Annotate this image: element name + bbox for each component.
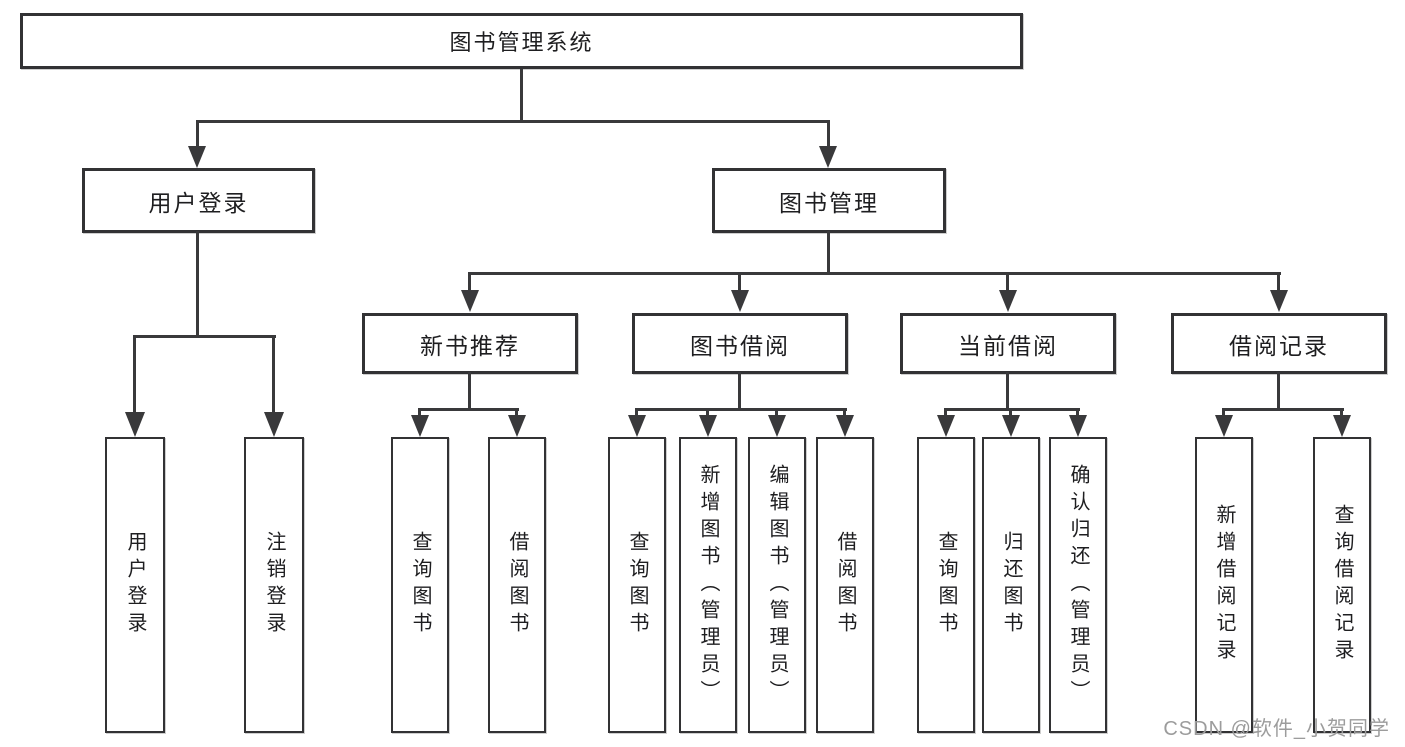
connector-leaf-shaft: [1076, 408, 1079, 418]
arrow-down-icon: [188, 146, 206, 168]
leaf-borrow-books-recommend: 借阅图书: [488, 437, 546, 733]
connector-leaf-shaft: [944, 408, 947, 418]
arrow-down-icon: [768, 415, 786, 437]
connector-leaf-shaft: [1222, 408, 1225, 418]
connector-section-shaft: [738, 272, 741, 292]
connector-leaf-shaft: [706, 408, 709, 418]
arrow-down-icon: [999, 290, 1017, 312]
connector-section-shaft: [1006, 272, 1009, 292]
arrow-down-icon: [1215, 415, 1233, 437]
leaf-edit-book-admin-label: 编辑图书（管理员）: [766, 463, 788, 707]
leaf-add-borrow-record-label: 新增借阅记录: [1213, 504, 1235, 666]
leaf-return-books-label: 归还图书: [1000, 531, 1022, 639]
arrow-down-icon: [411, 415, 429, 437]
connector-user-login-stub: [196, 231, 199, 335]
connector-leaf-shaft: [418, 408, 421, 418]
connector-user-login-rail: [133, 335, 276, 338]
node-root-label: 图书管理系统: [449, 30, 594, 55]
csdn-watermark: CSDN @软件_小贺同学: [1163, 718, 1390, 740]
leaf-return-books: 归还图书: [982, 437, 1040, 733]
connector-root-rail: [196, 120, 830, 123]
connector-section-rail: [944, 408, 1080, 411]
node-borrowing-records: 借阅记录: [1171, 313, 1387, 374]
node-current-borrowing: 当前借阅: [900, 313, 1116, 374]
arrow-down-icon: [508, 415, 526, 437]
leaf-query-books-recommend-label: 查询图书: [409, 531, 431, 639]
node-borrowing-records-label: 借阅记录: [1229, 332, 1329, 359]
connector-section-rail: [636, 408, 847, 411]
node-user-login: 用户登录: [82, 168, 315, 233]
arrow-down-icon: [699, 415, 717, 437]
connector-section-stub: [738, 372, 741, 408]
node-current-borrowing-label: 当前借阅: [958, 332, 1058, 359]
leaf-query-books-borrow: 查询图书: [608, 437, 666, 733]
connector-section-stub: [1006, 372, 1009, 408]
leaf-edit-book-admin: 编辑图书（管理员）: [748, 437, 806, 733]
arrow-down-icon: [937, 415, 955, 437]
arrow-down-icon: [1069, 415, 1087, 437]
connector-section-shaft: [468, 272, 471, 292]
leaf-add-borrow-record: 新增借阅记录: [1195, 437, 1253, 733]
connector-leaf-shaft: [133, 335, 136, 415]
connector-section-shaft: [1277, 272, 1280, 292]
arrow-down-icon: [1270, 290, 1288, 312]
leaf-borrow-books-label: 借阅图书: [834, 531, 856, 639]
node-new-book-recommendation-label: 新书推荐: [420, 332, 520, 359]
leaf-add-book-admin-label: 新增图书（管理员）: [697, 463, 719, 707]
connector-book-mgmt-rail: [468, 272, 1281, 275]
leaf-query-books-current-label: 查询图书: [935, 531, 957, 639]
leaf-confirm-return-admin-label: 确认归还（管理员）: [1067, 463, 1089, 707]
arrow-down-icon: [731, 290, 749, 312]
leaf-logout-label: 注销登录: [263, 531, 285, 639]
leaf-user-login-label: 用户登录: [124, 531, 146, 639]
node-book-management: 图书管理: [712, 168, 946, 233]
leaf-confirm-return-admin: 确认归还（管理员）: [1049, 437, 1107, 733]
arrow-down-icon: [819, 146, 837, 168]
connector-leaf-shaft: [775, 408, 778, 418]
connector-book-mgmt-stub: [827, 231, 830, 272]
connector-section-stub: [1277, 372, 1280, 408]
connector-leaf-shaft: [1009, 408, 1012, 418]
arrow-down-icon: [264, 412, 284, 437]
connector-section-rail: [1222, 408, 1344, 411]
leaf-borrow-books: 借阅图书: [816, 437, 874, 733]
connector-user-login-shaft: [196, 120, 199, 148]
leaf-user-login: 用户登录: [105, 437, 165, 733]
leaf-add-book-admin: 新增图书（管理员）: [679, 437, 737, 733]
leaf-query-books-borrow-label: 查询图书: [626, 531, 648, 639]
leaf-query-books-recommend: 查询图书: [391, 437, 449, 733]
node-new-book-recommendation: 新书推荐: [362, 313, 578, 374]
connector-root-stub: [520, 69, 523, 120]
arrow-down-icon: [1002, 415, 1020, 437]
connector-leaf-shaft: [272, 335, 275, 415]
arrow-down-icon: [461, 290, 479, 312]
leaf-logout: 注销登录: [244, 437, 304, 733]
arrow-down-icon: [628, 415, 646, 437]
node-user-login-label: 用户登录: [148, 189, 249, 216]
arrow-down-icon: [836, 415, 854, 437]
connector-section-stub: [468, 372, 471, 408]
node-book-borrowing: 图书借阅: [632, 313, 848, 374]
connector-leaf-shaft: [515, 408, 518, 418]
node-book-management-label: 图书管理: [779, 189, 879, 216]
leaf-query-books-current: 查询图书: [917, 437, 975, 733]
connector-leaf-shaft: [843, 408, 846, 418]
connector-book-mgmt-shaft: [827, 120, 830, 148]
leaf-query-borrow-record-label: 查询借阅记录: [1331, 504, 1353, 666]
connector-leaf-shaft: [635, 408, 638, 418]
node-root: 图书管理系统: [20, 13, 1023, 69]
connector-leaf-shaft: [1340, 408, 1343, 418]
node-book-borrowing-label: 图书借阅: [690, 332, 790, 359]
arrow-down-icon: [1333, 415, 1351, 437]
connector-section-rail: [419, 408, 519, 411]
arrow-down-icon: [125, 412, 145, 437]
leaf-query-borrow-record: 查询借阅记录: [1313, 437, 1371, 733]
leaf-borrow-books-recommend-label: 借阅图书: [506, 531, 528, 639]
